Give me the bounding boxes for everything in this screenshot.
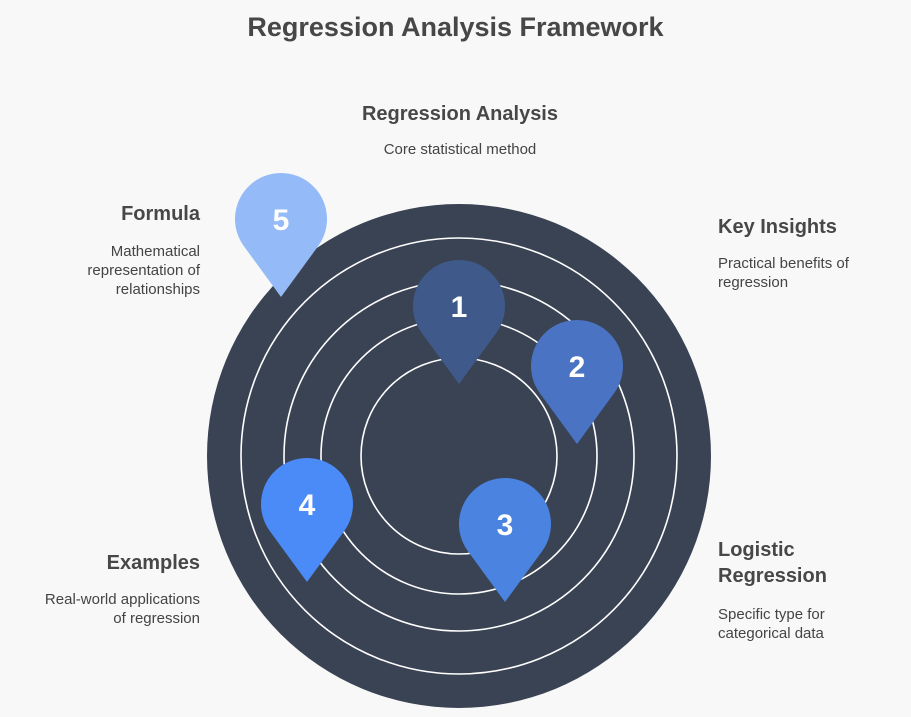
- formula-description-line: Mathematical: [110, 243, 200, 260]
- key-insights-description-line: Practical benefits of: [718, 255, 849, 272]
- marker-number: 5: [273, 204, 290, 237]
- marker-pin-shape: [413, 260, 505, 384]
- logistic-regression-heading-line: Regression: [718, 565, 827, 587]
- marker-1: 1: [413, 260, 505, 384]
- regression-analysis-description: Core statistical method: [383, 141, 537, 158]
- formula-description: Mathematical representation of relations…: [20, 242, 200, 299]
- marker-pin-shape: [235, 173, 327, 297]
- formula-label: Formula Mathematical representation of r…: [20, 201, 200, 299]
- marker-4: 4: [261, 458, 354, 582]
- regression-analysis-heading: Regression Analysis: [361, 103, 558, 125]
- marker-pin-shape: [261, 458, 354, 582]
- marker-2: 2: [531, 320, 623, 444]
- logistic-regression-description-line: categorical data: [718, 625, 824, 642]
- examples-description-line: of regression: [113, 610, 200, 627]
- key-insights-description-line: regression: [718, 274, 789, 291]
- examples-description: Real-world applications of regression: [10, 590, 200, 628]
- marker-pin-shape: [459, 478, 551, 602]
- regression-analysis-label: Regression Analysis Core statistical met…: [300, 101, 620, 159]
- marker-number: 4: [299, 489, 316, 522]
- key-insights-description: Practical benefits of regression: [718, 254, 908, 292]
- logistic-regression-description-line: Specific type for: [718, 606, 825, 623]
- logistic-regression-label: Logistic Regression Specific type for ca…: [718, 537, 908, 643]
- examples-heading: Examples: [106, 552, 200, 574]
- page-title: Regression Analysis Framework: [247, 12, 664, 42]
- markers-group: 1 2 3 4 5: [235, 173, 623, 602]
- formula-description-line: relationships: [115, 281, 200, 298]
- marker-number: 2: [569, 351, 586, 384]
- examples-description-line: Real-world applications: [44, 591, 200, 608]
- examples-label: Examples Real-world applications of regr…: [10, 550, 200, 628]
- marker-number: 3: [497, 509, 514, 542]
- logistic-regression-heading-line: Logistic: [718, 539, 795, 561]
- marker-number: 1: [451, 291, 468, 324]
- logistic-regression-description: Specific type for categorical data: [718, 605, 908, 643]
- formula-heading: Formula: [121, 203, 200, 225]
- key-insights-heading: Key Insights: [718, 216, 837, 238]
- key-insights-label: Key Insights Practical benefits of regre…: [718, 214, 908, 292]
- marker-pin-shape: [531, 320, 623, 444]
- marker-5: 5: [235, 173, 327, 297]
- marker-3: 3: [459, 478, 551, 602]
- logistic-regression-heading: Logistic Regression: [718, 537, 908, 589]
- formula-description-line: representation of: [87, 262, 200, 279]
- ring-4: [240, 237, 678, 675]
